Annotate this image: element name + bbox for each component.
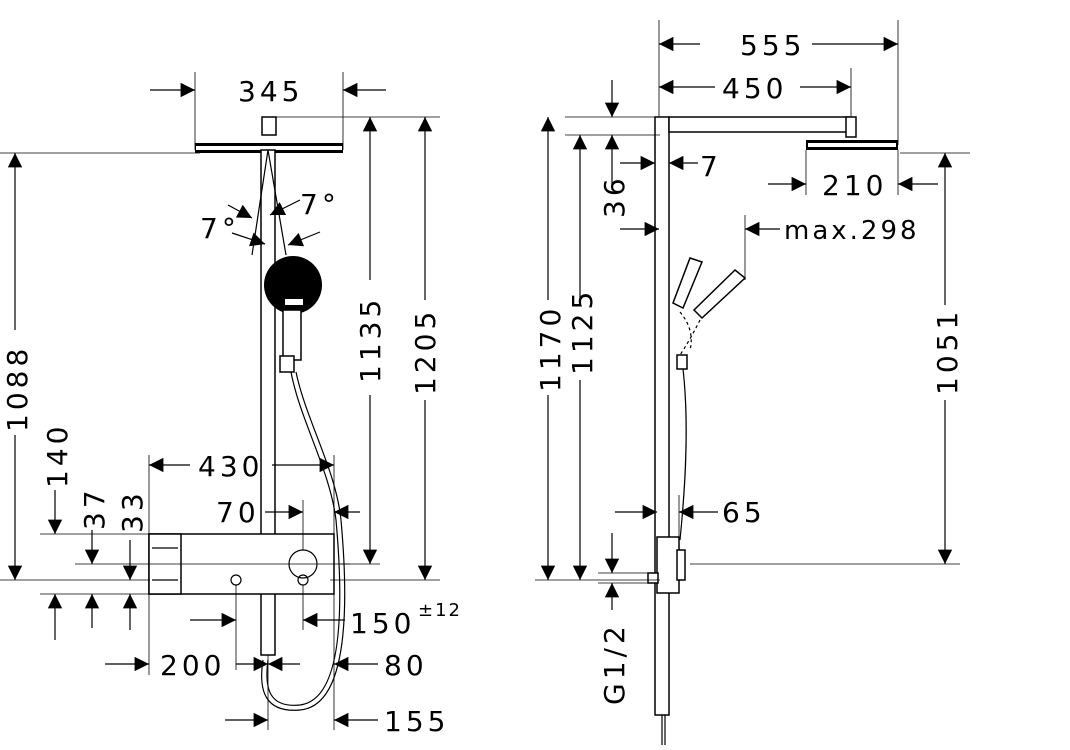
dim-thread-g12: G1/2 [598, 622, 631, 705]
dim-36: 36 [598, 174, 631, 218]
thermostat-body [140, 533, 350, 595]
dim-155: 155 [384, 705, 449, 738]
dim-head-1051: 1051 [931, 308, 964, 395]
side-shower-arm [668, 116, 898, 150]
dim-thermostat-width: 430 [198, 450, 263, 483]
dim-overall-1170: 1170 [534, 305, 567, 392]
dim-projection-555: 555 [740, 29, 805, 62]
dim-overall-1205: 1205 [409, 308, 442, 395]
side-thermostat [647, 536, 686, 594]
dim-angle-left: 7° [200, 212, 240, 245]
dim-wall-7: 7 [700, 150, 722, 183]
dim-head-width: 345 [238, 75, 303, 108]
dim-arm-450: 450 [722, 72, 787, 105]
dim-140: 140 [41, 423, 74, 488]
front-view: 345 7° 7° 1205 1135 1088 430 [0, 72, 462, 738]
dim-33: 33 [116, 489, 149, 533]
dim-valve-offset: 70 [216, 496, 260, 529]
overhead-shower [195, 116, 343, 153]
dim-head-height-1088: 1088 [1, 345, 34, 432]
hand-shower [261, 256, 346, 711]
dim-200: 200 [160, 649, 225, 682]
dim-angle-right: 7° [300, 188, 340, 221]
dim-rail-1135: 1135 [354, 296, 387, 383]
dim-max-298: max.298 [784, 216, 920, 246]
side-riser [654, 116, 670, 745]
dim-80: 80 [384, 649, 428, 682]
dim-head-210: 210 [822, 169, 887, 202]
dim-tolerance: ±12 [418, 600, 462, 621]
side-view: 555 450 7 36 210 max.298 1170 [534, 20, 970, 745]
dim-outlet-150: 150 [350, 607, 415, 640]
dim-1125: 1125 [566, 288, 599, 375]
dim-37: 37 [78, 486, 111, 530]
dim-65: 65 [722, 496, 766, 529]
side-hand-shower [672, 257, 747, 541]
